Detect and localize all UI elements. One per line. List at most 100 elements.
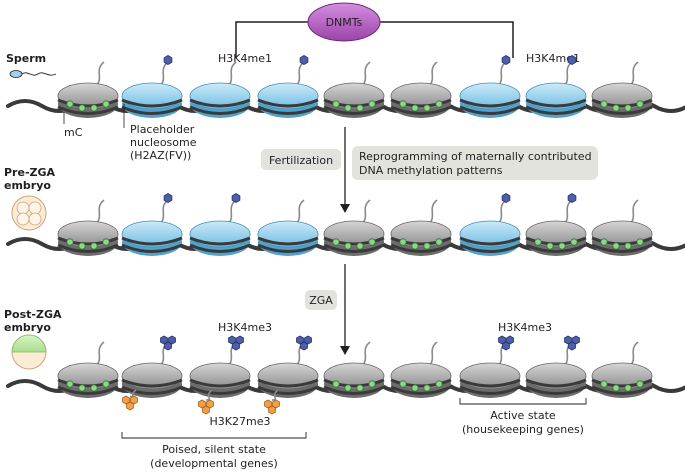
- stage-pre-zga-label-1: Pre-ZGA: [4, 166, 56, 179]
- methyl-mark: [624, 384, 632, 392]
- methyl-mark: [600, 238, 608, 246]
- nucleosome-top: [459, 362, 521, 390]
- dna-wrap: [323, 105, 385, 115]
- nucleosome-top: [459, 82, 521, 110]
- nucleosome: [459, 335, 521, 398]
- methyl-mark: [332, 100, 340, 108]
- nucleosome-top: [257, 220, 319, 248]
- nucleosome-top: [525, 82, 587, 110]
- h3k27me3-mark: [206, 399, 214, 409]
- methyl-mark: [78, 104, 86, 112]
- methyl-mark: [332, 380, 340, 388]
- pre-zga-embryo-icon: [11, 195, 47, 231]
- dna-wrap: [57, 105, 119, 115]
- methyl-mark: [102, 100, 110, 108]
- placeholder-nucleosome: [189, 61, 251, 118]
- methyl-mark: [435, 100, 443, 108]
- nucleosome: [57, 61, 119, 118]
- nucleosome: [323, 341, 385, 398]
- h3k4me3-mark: [568, 341, 576, 351]
- methyl-mark: [90, 384, 98, 392]
- h3k27me3-mark: [130, 395, 138, 405]
- h3k4me3-mark: [304, 335, 312, 345]
- dna-wrap: [189, 385, 251, 395]
- h3k4me1-mark: [501, 193, 511, 203]
- methyl-mark: [368, 238, 376, 246]
- h3k4me3-mark: [168, 335, 176, 345]
- methyl-mark: [102, 238, 110, 246]
- nucleosome: [57, 341, 119, 398]
- dna-wrap: [257, 105, 319, 115]
- h3k27me3-mark: [264, 399, 272, 409]
- dna-wrap: [57, 98, 119, 108]
- stage-pre-zga-label-2: embryo: [4, 179, 51, 192]
- dna-wrap: [121, 105, 183, 115]
- reprogramming-box: [352, 146, 598, 180]
- h3k4me1-mark: [299, 55, 309, 65]
- dna-wrap: [257, 385, 319, 395]
- active-state-bracket: [459, 398, 587, 405]
- h3k4me1-mark: [501, 55, 511, 65]
- dnmt-ellipse: [307, 2, 381, 42]
- histone-tail: [295, 199, 305, 225]
- active-state-line-1: Active state: [490, 409, 556, 422]
- histone-tail: [95, 61, 105, 87]
- placeholder-legend-line-2: nucleosome: [130, 136, 197, 149]
- placeholder-legend-line-1: Placeholder: [130, 123, 195, 136]
- methyl-mark: [399, 100, 407, 108]
- histone-tail: [227, 199, 237, 225]
- dna-wrap: [525, 105, 587, 115]
- fertilization-box: [261, 149, 341, 170]
- h3k27me3-mark: [272, 399, 280, 409]
- h3k4me1-label-left: H3K4me1: [218, 52, 272, 65]
- dna-wrap: [57, 378, 119, 388]
- dna-wrap: [525, 385, 587, 395]
- h3k4me3-mark: [228, 335, 236, 345]
- methyl-mark: [78, 242, 86, 250]
- dna-wrap: [323, 98, 385, 108]
- h3k4me3-mark: [300, 341, 308, 351]
- dna-wrap: [525, 243, 587, 253]
- methyl-mark: [411, 104, 419, 112]
- histone-tail: [271, 389, 279, 401]
- methyl-mark: [90, 242, 98, 250]
- dna-wrap: [257, 98, 319, 108]
- h3k27me3-mark: [268, 405, 276, 415]
- dna-wrap: [390, 236, 452, 246]
- methyl-mark: [435, 380, 443, 388]
- dnmt-label: DNMTs: [326, 16, 363, 29]
- placeholder-nucleosome: [459, 193, 521, 256]
- dna-wrap: [591, 105, 653, 115]
- methyl-mark: [399, 380, 407, 388]
- h3k4me3-mark: [160, 335, 168, 345]
- nucleosome-top: [189, 82, 251, 110]
- histone-tail: [205, 389, 213, 401]
- dna-wrap: [591, 378, 653, 388]
- h3k27me3-mark: [126, 401, 134, 411]
- dna-wrap: [189, 236, 251, 246]
- methyl-mark: [558, 242, 566, 250]
- h3k4me1-mark: [163, 55, 173, 65]
- methyl-mark: [344, 384, 352, 392]
- dna-wrap: [189, 243, 251, 253]
- histone-tail: [497, 199, 507, 225]
- h3k4me3-label-left: H3K4me3: [218, 321, 272, 334]
- dna-wrap: [57, 385, 119, 395]
- dna-wrap: [189, 98, 251, 108]
- reprogramming-line-2: DNA methylation patterns: [359, 164, 503, 177]
- nucleosome: [390, 199, 452, 256]
- histone-tail: [497, 61, 507, 87]
- methyl-mark: [612, 104, 620, 112]
- dna-wrap: [121, 98, 183, 108]
- dna-wrap: [390, 105, 452, 115]
- methyl-mark: [66, 100, 74, 108]
- nucleosome: [323, 199, 385, 256]
- histone-tail: [95, 199, 105, 225]
- methyl-mark: [612, 242, 620, 250]
- nucleosome: [257, 335, 319, 398]
- methyl-mark: [356, 242, 364, 250]
- dna-wrap: [591, 243, 653, 253]
- dna-wrap: [390, 98, 452, 108]
- dna-wrap: [525, 236, 587, 246]
- placeholder-nucleosome: [257, 55, 319, 118]
